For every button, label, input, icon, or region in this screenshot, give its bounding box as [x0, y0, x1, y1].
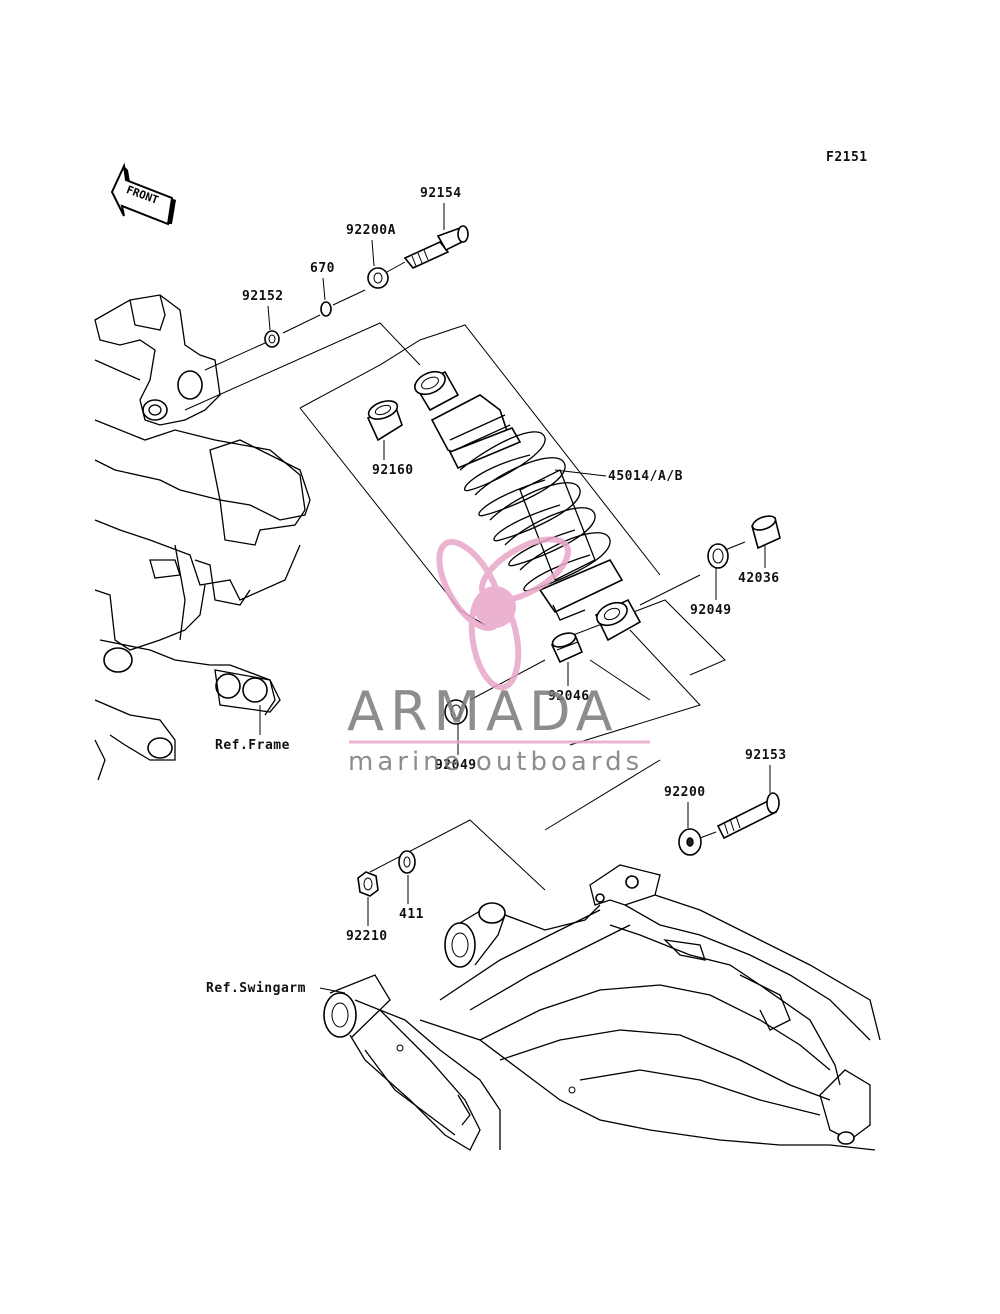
label-92200: 92200 — [664, 785, 706, 800]
watermark-brand: ARMADA — [347, 680, 619, 743]
ref-frame-label: Ref.Frame — [215, 738, 290, 753]
frame-drawing — [94, 294, 311, 781]
bolt-92153 — [716, 792, 780, 840]
watermark-tagline: marine outboards — [348, 747, 643, 777]
bearing-92046 — [550, 632, 584, 664]
upper-bolt-chain — [204, 225, 469, 371]
seal-92049-upper — [707, 543, 729, 569]
label-92210: 92210 — [346, 929, 388, 944]
label-92046: 92046 — [548, 689, 590, 704]
label-92152: 92152 — [242, 289, 284, 304]
label-670: 670 — [310, 261, 335, 276]
front-arrow-icon: FRONT — [110, 162, 176, 226]
bolt-92154 — [403, 225, 469, 269]
label-42036: 42036 — [738, 571, 780, 586]
ref-swingarm-label: Ref.Swingarm — [206, 981, 306, 996]
nut-92210 — [357, 871, 379, 897]
label-92049-upper: 92049 — [690, 603, 732, 618]
washer-92200 — [678, 828, 702, 856]
washer-92200A — [367, 267, 389, 289]
label-411: 411 — [399, 907, 424, 922]
seal-92049-lower — [444, 699, 468, 725]
bushing-92160 — [366, 400, 403, 442]
circlip-670 — [320, 301, 332, 317]
shock-absorber-45014 — [413, 370, 642, 642]
washer-411 — [398, 850, 416, 874]
swingarm-drawing — [323, 864, 881, 1151]
armada-logo-icon — [436, 536, 571, 691]
label-92153: 92153 — [745, 748, 787, 763]
label-92200A: 92200A — [346, 223, 396, 238]
sleeve-42036 — [751, 515, 781, 550]
label-92049-lower: 92049 — [435, 758, 477, 773]
collar-92152 — [264, 330, 280, 348]
shock-box-outline — [184, 322, 726, 746]
label-92154: 92154 — [420, 186, 462, 201]
figure-code: F2151 — [826, 150, 868, 165]
lower-bolt-chain — [357, 759, 780, 897]
label-45014: 45014/A/B — [608, 469, 683, 484]
label-92160: 92160 — [372, 463, 414, 478]
armada-watermark: ARMADA marine outboards — [347, 536, 650, 777]
